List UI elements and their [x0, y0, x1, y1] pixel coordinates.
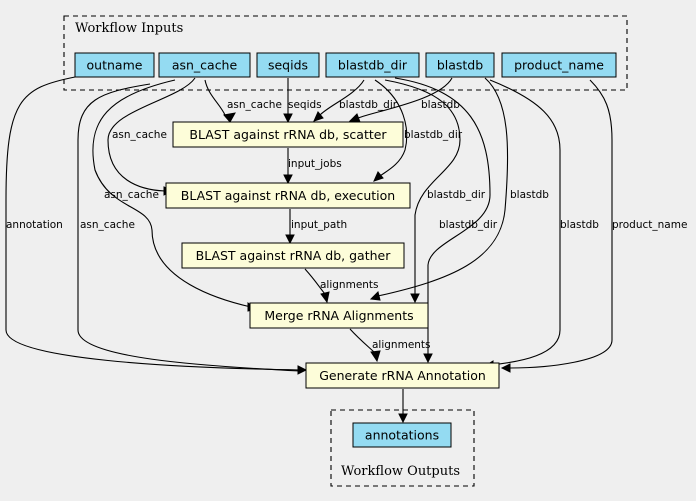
- input-asn-cache-label: asn_cache: [172, 58, 238, 73]
- edge-blastdb-dir-scatter: [319, 79, 365, 116]
- edge-asn-cache-generate: [77, 83, 301, 372]
- output-annotations[interactable]: annotations: [352, 422, 452, 448]
- edge-blastdb-dir-generate: [394, 77, 491, 355]
- step-gather-label: BLAST against rRNA db, gather: [196, 248, 392, 263]
- workflow-outputs-cluster: Workflow Outputs: [330, 409, 475, 487]
- edge-label-seqids-scatter: seqids: [288, 99, 322, 111]
- edge-blastdb-generate: [489, 79, 561, 366]
- input-outname[interactable]: outname: [74, 52, 155, 78]
- edge-blastdb-merge: [377, 77, 509, 297]
- step-scatter-label: BLAST against rRNA db, scatter: [189, 127, 387, 142]
- step-gather[interactable]: BLAST against rRNA db, gather: [181, 242, 405, 269]
- edges: [5, 76, 613, 414]
- edge-blastdb-dir-execution: [374, 79, 408, 177]
- arrowhead-annotations: [398, 413, 408, 424]
- arrowhead-execution-scatter: [283, 174, 293, 185]
- edge-label-outname-generate: annotation: [6, 219, 63, 231]
- edge-label-blastdb-merge: blastdb: [510, 189, 549, 201]
- step-execution[interactable]: BLAST against rRNA db, execution: [165, 182, 411, 209]
- edge-label-blastdb-scatter: blastdb: [421, 99, 460, 111]
- edge-asn-cache-execution: [107, 77, 196, 192]
- edge-asn-cache-merge: [92, 79, 252, 308]
- arrowhead-merge-gather: [320, 291, 330, 304]
- edge-labels: annotation asn_cache asn_cache asn_cache…: [6, 99, 687, 351]
- input-blastdb-dir[interactable]: blastdb_dir: [325, 52, 420, 78]
- edge-label-scatter-execution: input_jobs: [288, 158, 342, 170]
- arrowhead-generate-outname: [297, 365, 308, 375]
- edge-label-blastdb-dir-merge: blastdb_dir: [427, 189, 486, 201]
- input-blastdb-label: blastdb: [437, 58, 483, 73]
- step-merge-label: Merge rRNA Alignments: [264, 308, 413, 323]
- input-seqids[interactable]: seqids: [256, 52, 320, 78]
- step-generate[interactable]: Generate rRNA Annotation: [305, 362, 500, 389]
- edge-label-gather-merge: alignments: [320, 279, 379, 291]
- edge-label-blastdb-dir-execution: blastdb_dir: [404, 129, 463, 141]
- arrowheads: [163, 111, 511, 424]
- step-merge[interactable]: Merge rRNA Alignments: [249, 302, 429, 329]
- arrowhead-generate-blastdb-dir: [423, 353, 433, 364]
- arrowhead-merge-blastdb-dir: [410, 293, 420, 304]
- workflow-inputs-label: Workflow Inputs: [75, 21, 183, 36]
- step-generate-label: Generate rRNA Annotation: [319, 368, 486, 383]
- edge-label-blastdb-generate: blastdb: [560, 219, 599, 231]
- arrowhead-gather: [285, 234, 295, 245]
- edge-label-asn-cache-merge: asn_cache: [104, 189, 159, 201]
- output-annotations-label: annotations: [365, 428, 439, 443]
- edge-blastdb-scatter: [357, 77, 453, 119]
- edge-label-asn-cache-execution: asn_cache: [112, 129, 167, 141]
- input-blastdb[interactable]: blastdb: [425, 52, 495, 78]
- input-product-name[interactable]: product_name: [501, 52, 617, 78]
- edge-asn-cache-scatter: [204, 79, 226, 116]
- edge-label-asn-cache-scatter: asn_cache: [227, 99, 282, 111]
- arrowhead-generate-product-name: [500, 363, 511, 373]
- edge-gather-merge: [304, 268, 326, 295]
- edge-label-merge-generate: alignments: [372, 339, 431, 351]
- edge-blastdb-dir-merge: [384, 79, 461, 295]
- input-product-name-label: product_name: [514, 58, 604, 73]
- arrowhead-scatter-seqids: [283, 113, 293, 124]
- edge-label-execution-gather: input_path: [291, 219, 347, 231]
- arrowhead-merge-blastdb: [369, 291, 381, 301]
- edge-label-blastdb-dir-generate: blastdb_dir: [439, 219, 498, 231]
- arrowhead-execution-blastdb-dir: [373, 171, 384, 182]
- arrowhead-scatter-left: [223, 112, 236, 123]
- step-scatter[interactable]: BLAST against rRNA db, scatter: [172, 121, 404, 148]
- workflow-inputs-cluster: Workflow Inputs: [63, 15, 628, 91]
- edge-label-product-name-generate: product_name: [612, 219, 687, 231]
- step-execution-label: BLAST against rRNA db, execution: [181, 188, 395, 203]
- edge-label-blastdb-dir-scatter: blastdb_dir: [339, 99, 398, 111]
- edge-product-name-generate: [509, 79, 613, 369]
- input-asn-cache[interactable]: asn_cache: [158, 52, 251, 78]
- workflow-outputs-label: Workflow Outputs: [341, 464, 460, 479]
- arrowhead-scatter-blastdb: [348, 113, 361, 123]
- input-seqids-label: seqids: [268, 58, 308, 73]
- arrowhead-generate-merge: [370, 350, 381, 363]
- input-outname-label: outname: [87, 58, 143, 73]
- arrowhead-scatter-blastdb-dir: [313, 111, 324, 122]
- input-nodes: outname asn_cache seqids blastdb_dir bla…: [74, 52, 617, 78]
- edge-label-asn-cache-generate: asn_cache: [80, 219, 135, 231]
- edge-outname-generate: [5, 76, 301, 371]
- input-blastdb-dir-label: blastdb_dir: [338, 58, 408, 73]
- step-nodes: BLAST against rRNA db, scatter BLAST aga…: [165, 121, 500, 389]
